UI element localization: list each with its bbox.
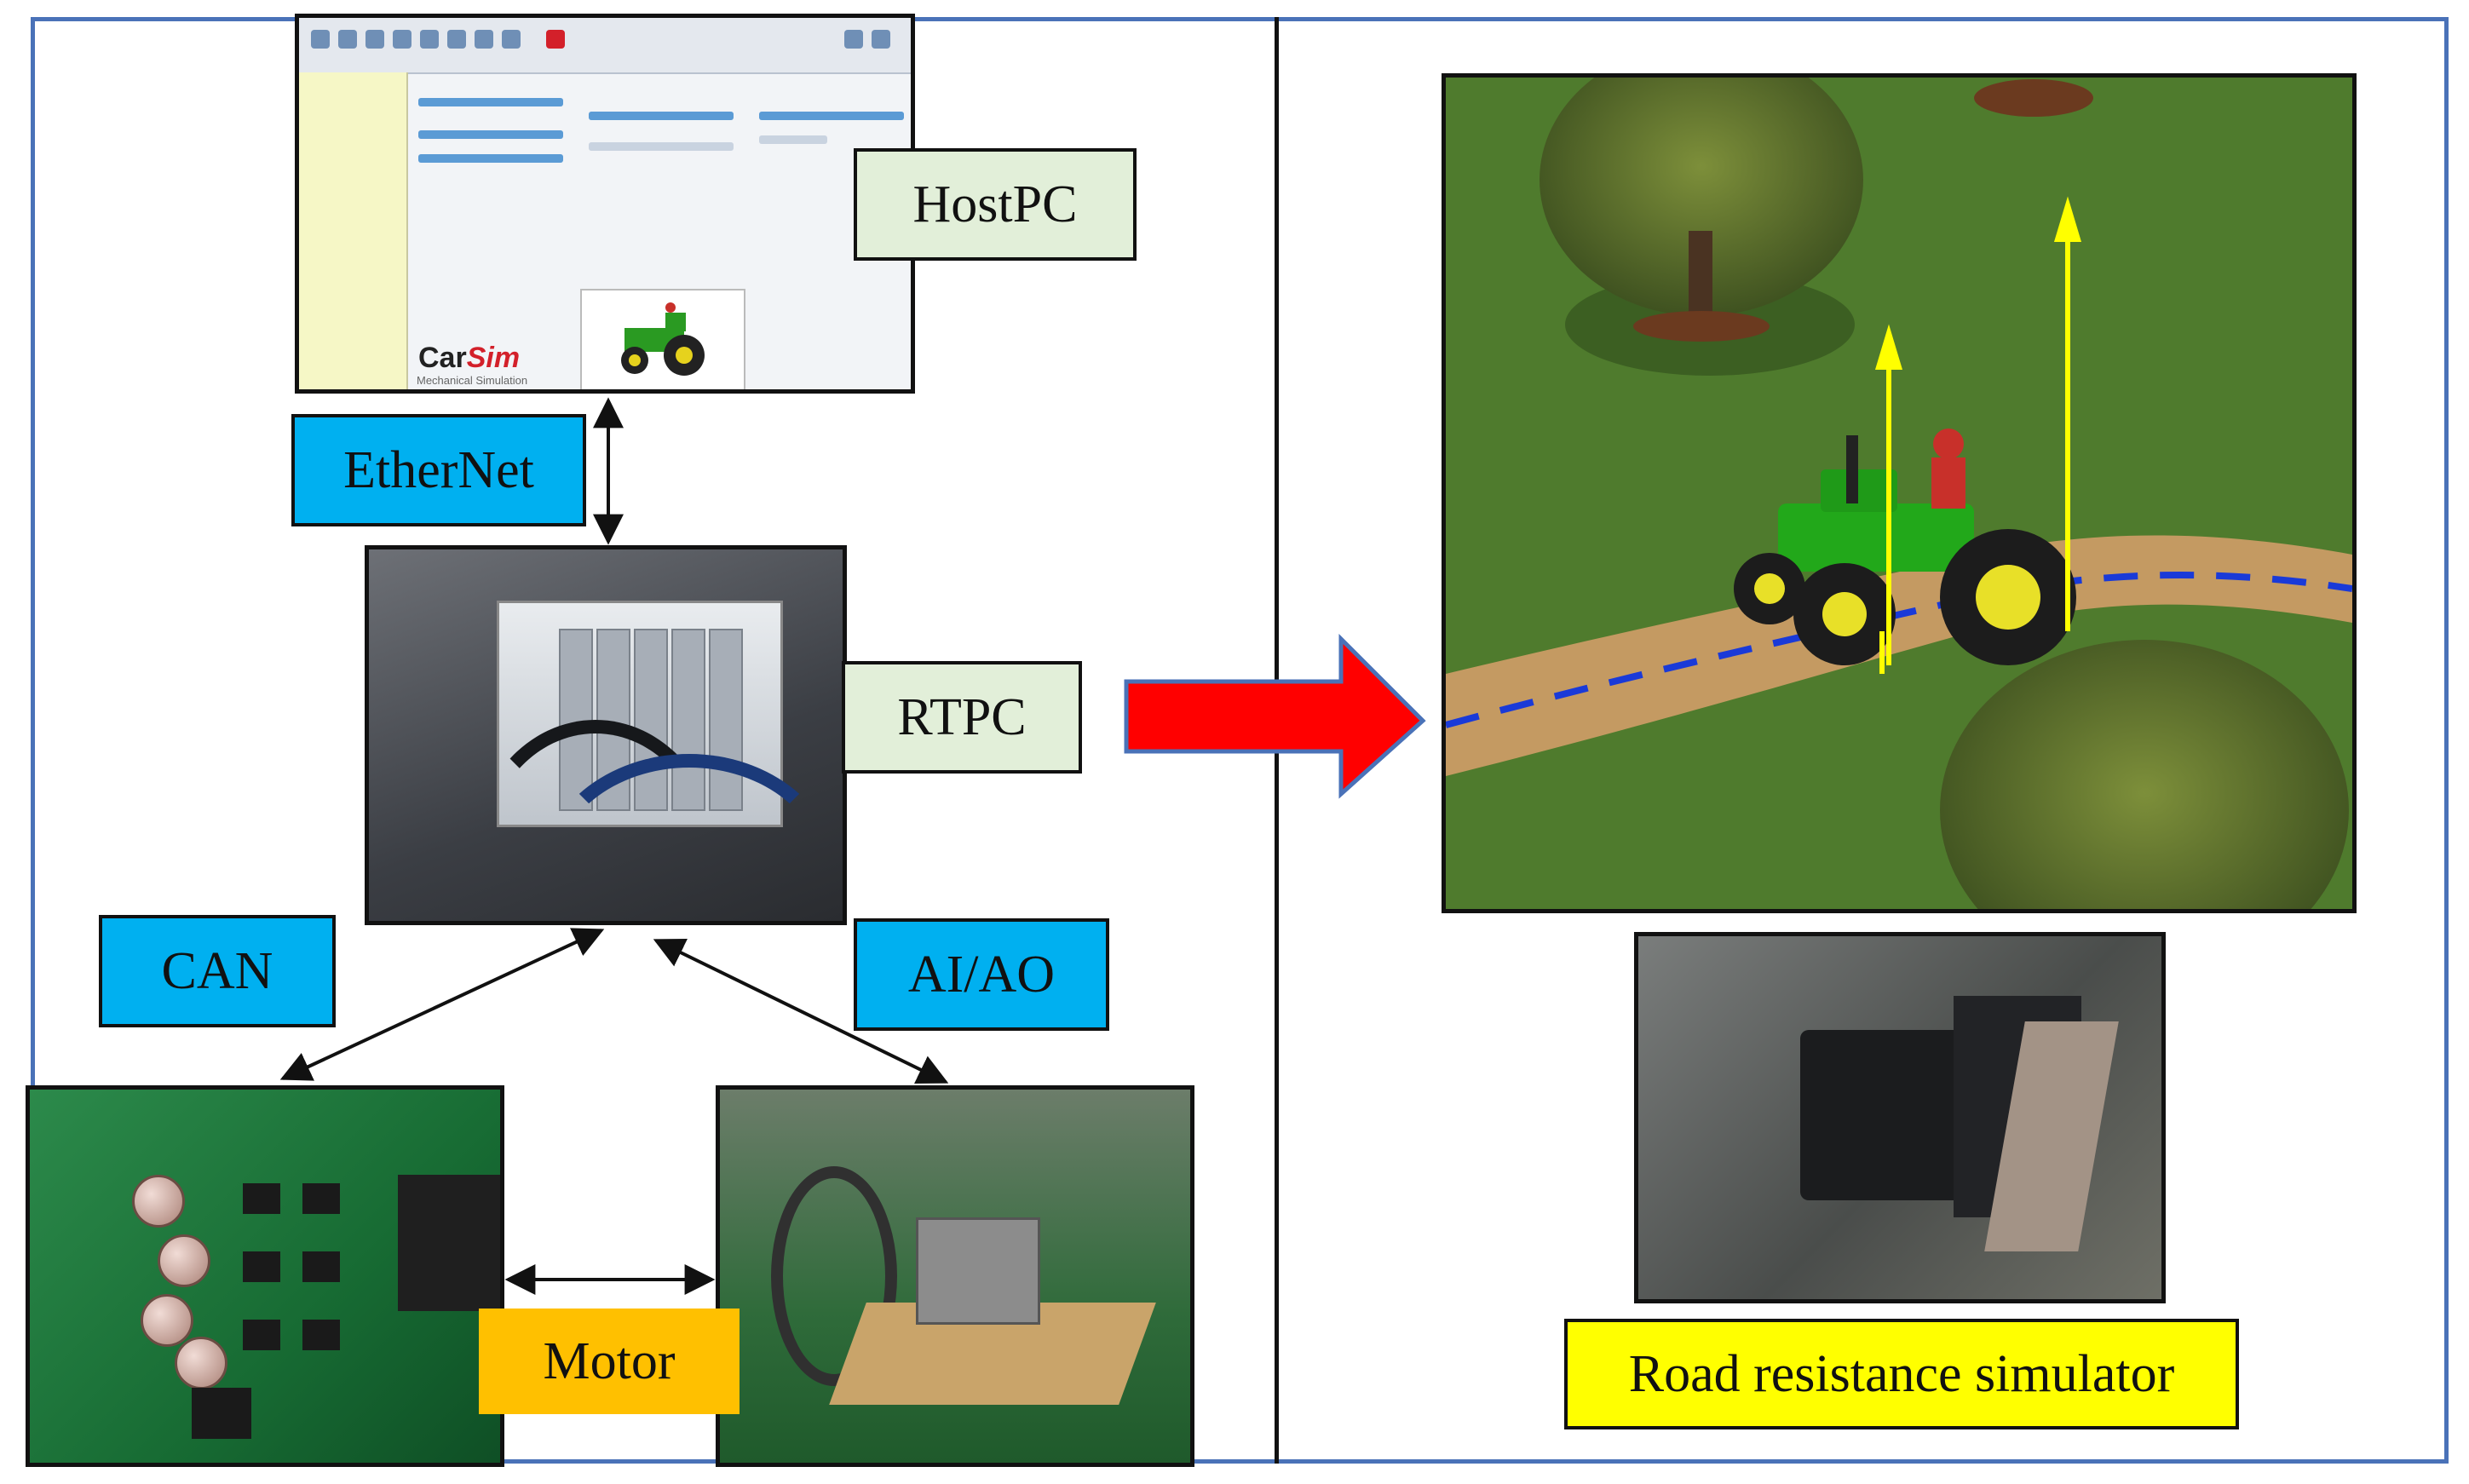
aiao-label: AI/AO — [854, 918, 1109, 1031]
outer-frame — [31, 17, 2449, 1464]
motor-bench-photo — [716, 1085, 1194, 1467]
carsim-subtitle: Mechanical Simulation — [417, 374, 528, 387]
tractor-model — [1734, 429, 2076, 665]
can-label: CAN — [99, 915, 336, 1027]
rtpc-photo — [365, 545, 847, 925]
controller-board-photo — [26, 1085, 504, 1467]
hostpc-screenshot: CarSim Mechanical Simulation — [295, 14, 915, 394]
carsim-logo: CarSim — [418, 342, 521, 374]
servo-motor — [1800, 1030, 1962, 1200]
tractor-simulation-view — [1442, 73, 2357, 913]
tree-bottom-right — [1940, 640, 2349, 909]
tractor-thumbnail — [580, 289, 745, 389]
force-vectors — [1874, 196, 2082, 674]
tree-top-left — [1540, 78, 1863, 316]
center-divider — [1275, 17, 1279, 1464]
motor-label: Motor — [479, 1309, 740, 1414]
close-icon — [546, 30, 565, 49]
road-resistance-photo — [1634, 932, 2166, 1303]
hostpc-label: HostPC — [854, 148, 1137, 261]
rtpc-label: RTPC — [842, 661, 1082, 774]
road-resistance-label: Road resistance simulator — [1564, 1319, 2239, 1429]
scene-drawing — [1446, 78, 2352, 909]
ethernet-label: EtherNet — [291, 414, 586, 526]
carsim-toolbar — [299, 18, 911, 74]
carsim-side-panel — [299, 72, 408, 389]
